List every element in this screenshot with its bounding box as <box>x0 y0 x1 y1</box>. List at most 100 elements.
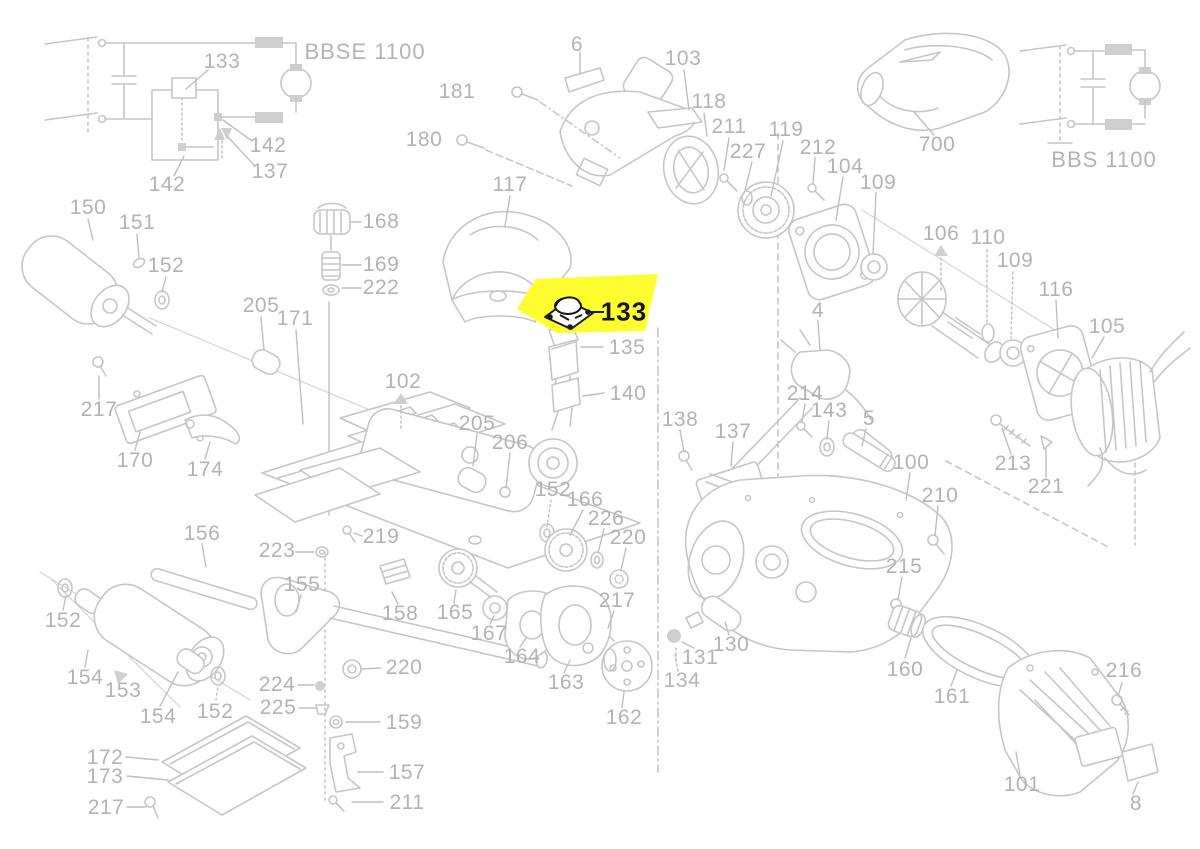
part-label-210: 210 <box>921 484 959 507</box>
part-168-knob-drawing <box>313 202 351 296</box>
part-label-156: 156 <box>183 522 221 545</box>
part-133-switch-drawing <box>544 296 604 330</box>
part-163-holder-drawing <box>540 585 612 667</box>
belt-drive-drawing <box>887 604 1159 797</box>
part-166-gear-drawing <box>544 528 588 572</box>
part-label-180: 180 <box>405 128 443 151</box>
part-222-washer-drawing <box>322 284 340 296</box>
part-224-drawing <box>315 681 325 691</box>
part-174-lever-drawing <box>184 414 241 445</box>
part-150-roller-drawing <box>21 235 170 335</box>
part-label-213: 213 <box>994 452 1032 475</box>
part-label-154: 154 <box>139 705 177 728</box>
part-label-151: 151 <box>118 211 156 234</box>
part-label-150: 150 <box>69 196 107 219</box>
part-label-134: 134 <box>663 669 701 692</box>
part-label-137: 137 <box>714 420 752 443</box>
part-label-159: 159 <box>385 711 423 734</box>
part-label-140: 140 <box>609 382 647 405</box>
part-label-160: 160 <box>886 658 924 681</box>
part-label-142: 142 <box>249 134 287 157</box>
part-label-118: 118 <box>691 90 727 113</box>
part-160-pulley-drawing <box>887 604 926 639</box>
part-label-205: 205 <box>458 412 496 435</box>
part-700-nozzle-drawing <box>856 32 1010 132</box>
part-213-screw-drawing <box>990 414 1053 450</box>
part-220c-washer-drawing <box>342 659 362 679</box>
part-162-pulley-drawing <box>601 640 653 692</box>
part-181-screw-drawing <box>511 86 621 159</box>
part-158-spring-drawing <box>379 558 411 585</box>
part-label-153: 153 <box>104 679 142 702</box>
part-130-drawing <box>667 595 742 663</box>
part-label-215: 215 <box>885 555 923 578</box>
part-label-119: 119 <box>768 118 804 141</box>
part-label-211: 211 <box>711 115 747 138</box>
part-label-130: 130 <box>712 633 750 656</box>
circuit-bbs1100 <box>1019 44 1161 144</box>
part-205-pin-drawing <box>251 348 511 498</box>
highlight-group <box>517 274 658 333</box>
part-label-165: 165 <box>436 601 474 624</box>
part-label-172: 172 <box>86 746 124 769</box>
part-104-bearing-plate-drawing <box>788 203 876 301</box>
part-106-pointer <box>934 245 948 256</box>
part-label-162: 162 <box>605 706 643 729</box>
part-label-100: 100 <box>892 451 930 474</box>
part-219-screw-drawing <box>342 525 356 543</box>
part-label-142: 142 <box>148 173 186 196</box>
part-label-223: 223 <box>258 539 296 562</box>
part-label-212: 212 <box>799 136 837 159</box>
part-label-222: 222 <box>362 276 400 299</box>
part-label-205: 205 <box>242 294 280 317</box>
part-label-214: 214 <box>786 382 824 405</box>
part-152bl-washer-drawing <box>57 578 73 598</box>
part-109-bearing-drawing <box>860 253 888 281</box>
part-165-pinion-drawing <box>438 548 498 599</box>
front-roller-drawing <box>57 578 362 812</box>
part-label-170: 170 <box>116 449 154 472</box>
part-105-stator-drawing <box>1070 331 1191 487</box>
part-label-110: 110 <box>970 226 1006 249</box>
part-label-4: 4 <box>811 299 825 322</box>
part-154b-bushing-drawing <box>176 648 205 675</box>
part-label-700: 700 <box>918 133 956 156</box>
part-6-plate-drawing <box>564 67 605 93</box>
part-label-135: 135 <box>608 336 646 359</box>
part-227-washer-drawing <box>741 190 753 206</box>
part-label-116: 116 <box>1038 278 1074 301</box>
part-152bl2-washer-drawing <box>210 666 226 686</box>
part-label-220: 220 <box>609 526 647 549</box>
part-100-housing-drawing <box>684 474 953 653</box>
model-name: BBS 1100 <box>1051 147 1157 172</box>
part-157-bracket-drawing <box>329 733 361 793</box>
part-label-163: 163 <box>547 671 585 694</box>
part-110-washer-drawing <box>981 323 995 343</box>
part-label-5: 5 <box>862 407 876 430</box>
part-151-drawing <box>132 257 146 269</box>
part-106-armature-drawing <box>897 271 1004 363</box>
part-217d-screw-drawing <box>144 796 159 819</box>
part-label-164: 164 <box>503 645 541 668</box>
part-159-nut-drawing <box>329 715 343 729</box>
leader-lines <box>62 51 1139 808</box>
part-label-226: 226 <box>587 507 625 530</box>
part-label-157: 157 <box>388 761 426 784</box>
part-label-154: 154 <box>66 666 104 689</box>
part-label-173: 173 <box>86 765 124 788</box>
part-label-217: 217 <box>598 589 636 612</box>
part-label-158: 158 <box>381 602 419 625</box>
part-102-pointer <box>394 393 408 404</box>
part-label-152: 152 <box>196 700 234 723</box>
part-label-137: 137 <box>251 160 289 183</box>
part-label-6: 6 <box>570 33 584 56</box>
part-label-220: 220 <box>385 656 423 679</box>
part-212-screw-drawing <box>807 183 825 201</box>
part-180-screw-drawing <box>456 134 573 187</box>
gear-cluster-drawing <box>150 523 653 692</box>
part-label-104: 104 <box>826 155 864 178</box>
part-217-screw-drawing <box>92 356 107 377</box>
part-label-152: 152 <box>534 478 572 501</box>
part-label-131: 131 <box>681 646 719 669</box>
